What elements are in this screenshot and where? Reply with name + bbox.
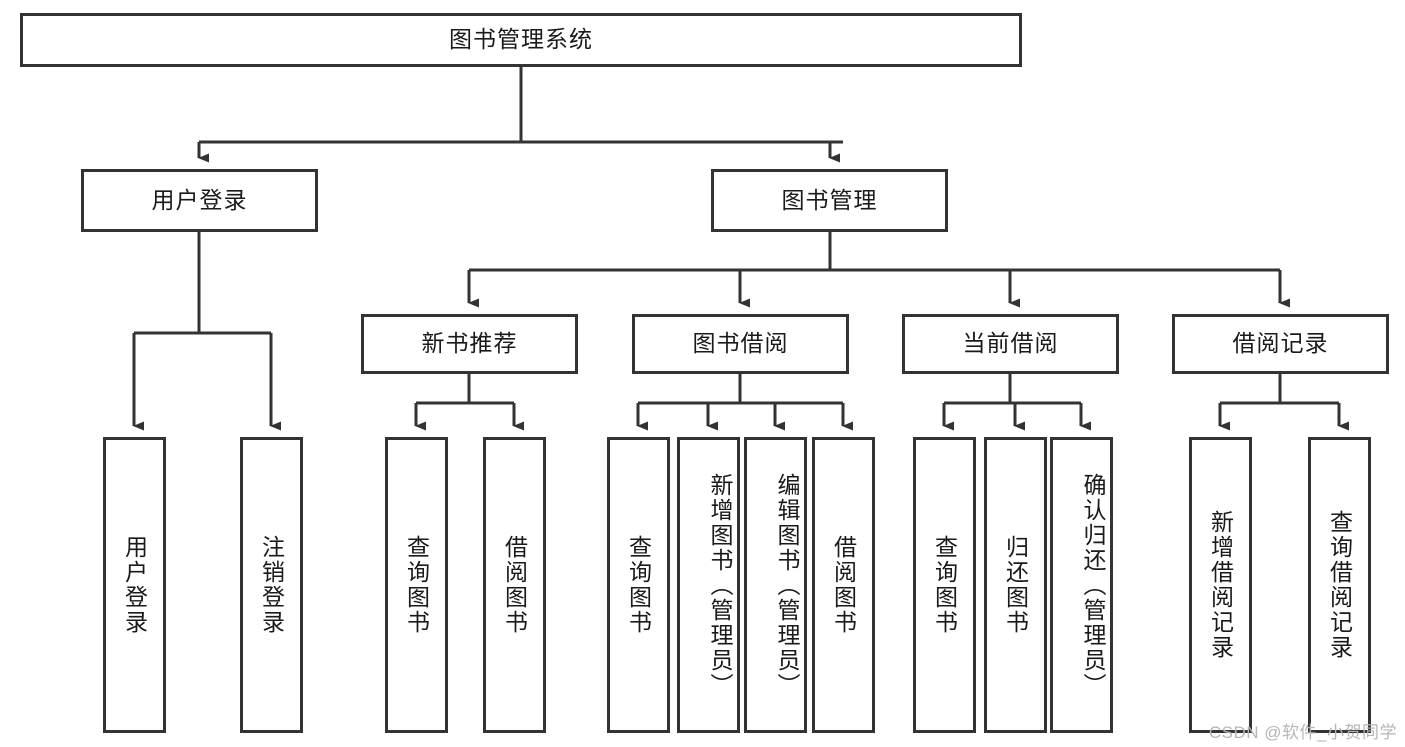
node-root[interactable]: 图书管理系统 (20, 13, 1022, 67)
node-user-login[interactable]: 用户登录 (81, 169, 318, 232)
node-leaf-query-borrow-record-label: 查询借阅记录 (1326, 510, 1353, 660)
node-leaf-query-book-3-label: 查询图书 (931, 535, 958, 635)
node-leaf-return-book-label: 归还图书 (1002, 535, 1029, 635)
node-leaf-confirm-return-label: 确认归还（管理员） (1080, 472, 1106, 698)
node-leaf-query-book-3[interactable]: 查询图书 (913, 437, 976, 733)
node-leaf-query-borrow-record[interactable]: 查询借阅记录 (1308, 437, 1371, 733)
node-leaf-borrow-book-2-label: 借阅图书 (830, 535, 857, 635)
node-borrow-records-label: 借阅记录 (1232, 330, 1329, 357)
node-new-book-recommend[interactable]: 新书推荐 (361, 314, 578, 374)
node-leaf-user-logout[interactable]: 注销登录 (240, 437, 303, 733)
node-leaf-confirm-return[interactable]: 确认归还（管理员） (1050, 437, 1113, 733)
node-leaf-add-borrow-record[interactable]: 新增借阅记录 (1189, 437, 1252, 733)
node-current-borrow[interactable]: 当前借阅 (902, 314, 1119, 374)
node-book-borrow-label: 图书借阅 (692, 330, 789, 357)
node-leaf-user-login[interactable]: 用户登录 (103, 437, 166, 733)
node-current-borrow-label: 当前借阅 (962, 330, 1059, 357)
node-root-label: 图书管理系统 (449, 26, 593, 53)
node-leaf-query-book-1-label: 查询图书 (403, 535, 430, 635)
node-leaf-edit-book[interactable]: 编辑图书（管理员） (744, 437, 807, 733)
node-leaf-user-login-label: 用户登录 (121, 535, 148, 635)
node-new-book-recommend-label: 新书推荐 (421, 330, 518, 357)
node-leaf-add-book[interactable]: 新增图书（管理员） (677, 437, 740, 733)
node-leaf-borrow-book-1[interactable]: 借阅图书 (483, 437, 546, 733)
node-leaf-return-book[interactable]: 归还图书 (984, 437, 1047, 733)
node-leaf-user-logout-label: 注销登录 (258, 535, 285, 635)
node-leaf-query-book-1[interactable]: 查询图书 (385, 437, 448, 733)
node-leaf-edit-book-label: 编辑图书（管理员） (774, 472, 800, 698)
node-leaf-query-book-2[interactable]: 查询图书 (607, 437, 670, 733)
watermark-text: CSDN @软件_小贺同学 (1208, 723, 1397, 742)
node-user-login-label: 用户登录 (151, 186, 248, 213)
node-borrow-records[interactable]: 借阅记录 (1172, 314, 1389, 374)
node-book-borrow[interactable]: 图书借阅 (632, 314, 849, 374)
node-leaf-query-book-2-label: 查询图书 (625, 535, 652, 635)
node-leaf-borrow-book-2[interactable]: 借阅图书 (812, 437, 875, 733)
node-leaf-borrow-book-1-label: 借阅图书 (501, 535, 528, 635)
node-book-management-label: 图书管理 (781, 186, 878, 213)
node-book-management[interactable]: 图书管理 (711, 169, 948, 232)
node-leaf-add-book-label: 新增图书（管理员） (707, 472, 733, 698)
node-leaf-add-borrow-record-label: 新增借阅记录 (1207, 510, 1234, 660)
